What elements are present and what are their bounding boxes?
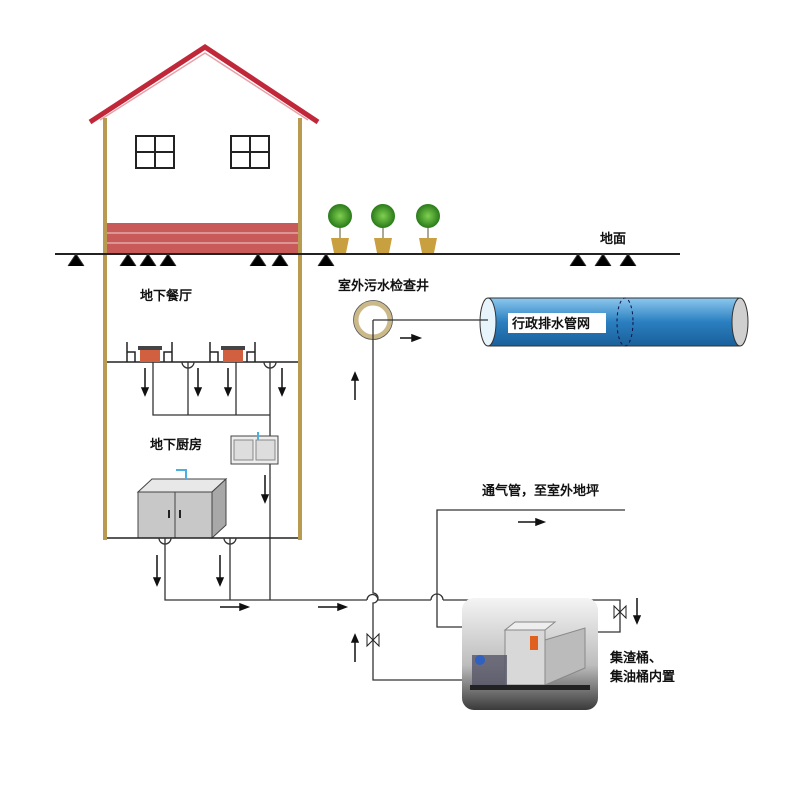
kitchen-sink — [230, 432, 279, 465]
dining-tables — [126, 342, 256, 362]
device-note-line1: 集渣桶、 — [609, 650, 662, 666]
grease-separator-device — [462, 598, 598, 710]
window — [135, 135, 270, 169]
kitchen-cabinet — [136, 469, 228, 540]
ground-label: 地面 — [600, 231, 626, 247]
brick-band — [107, 223, 298, 253]
roof — [88, 44, 320, 125]
house — [88, 44, 320, 540]
flow-arrows — [140, 333, 642, 662]
inspection-well-label: 室外污水检查井 — [338, 278, 429, 294]
vent-pipe-label: 通气管，至室外地坪 — [482, 483, 599, 499]
municipal-pipe-label: 行政排水管网 — [511, 316, 590, 332]
kitchen-label: 地下厨房 — [150, 437, 202, 453]
potted-plants — [328, 204, 440, 253]
device-note-line2: 集油桶内置 — [609, 669, 675, 685]
ground-hatch — [67, 253, 637, 267]
restaurant-label: 地下餐厅 — [140, 288, 192, 304]
municipal-pipe: 行政排水管网 — [479, 297, 749, 347]
valve — [366, 604, 627, 648]
